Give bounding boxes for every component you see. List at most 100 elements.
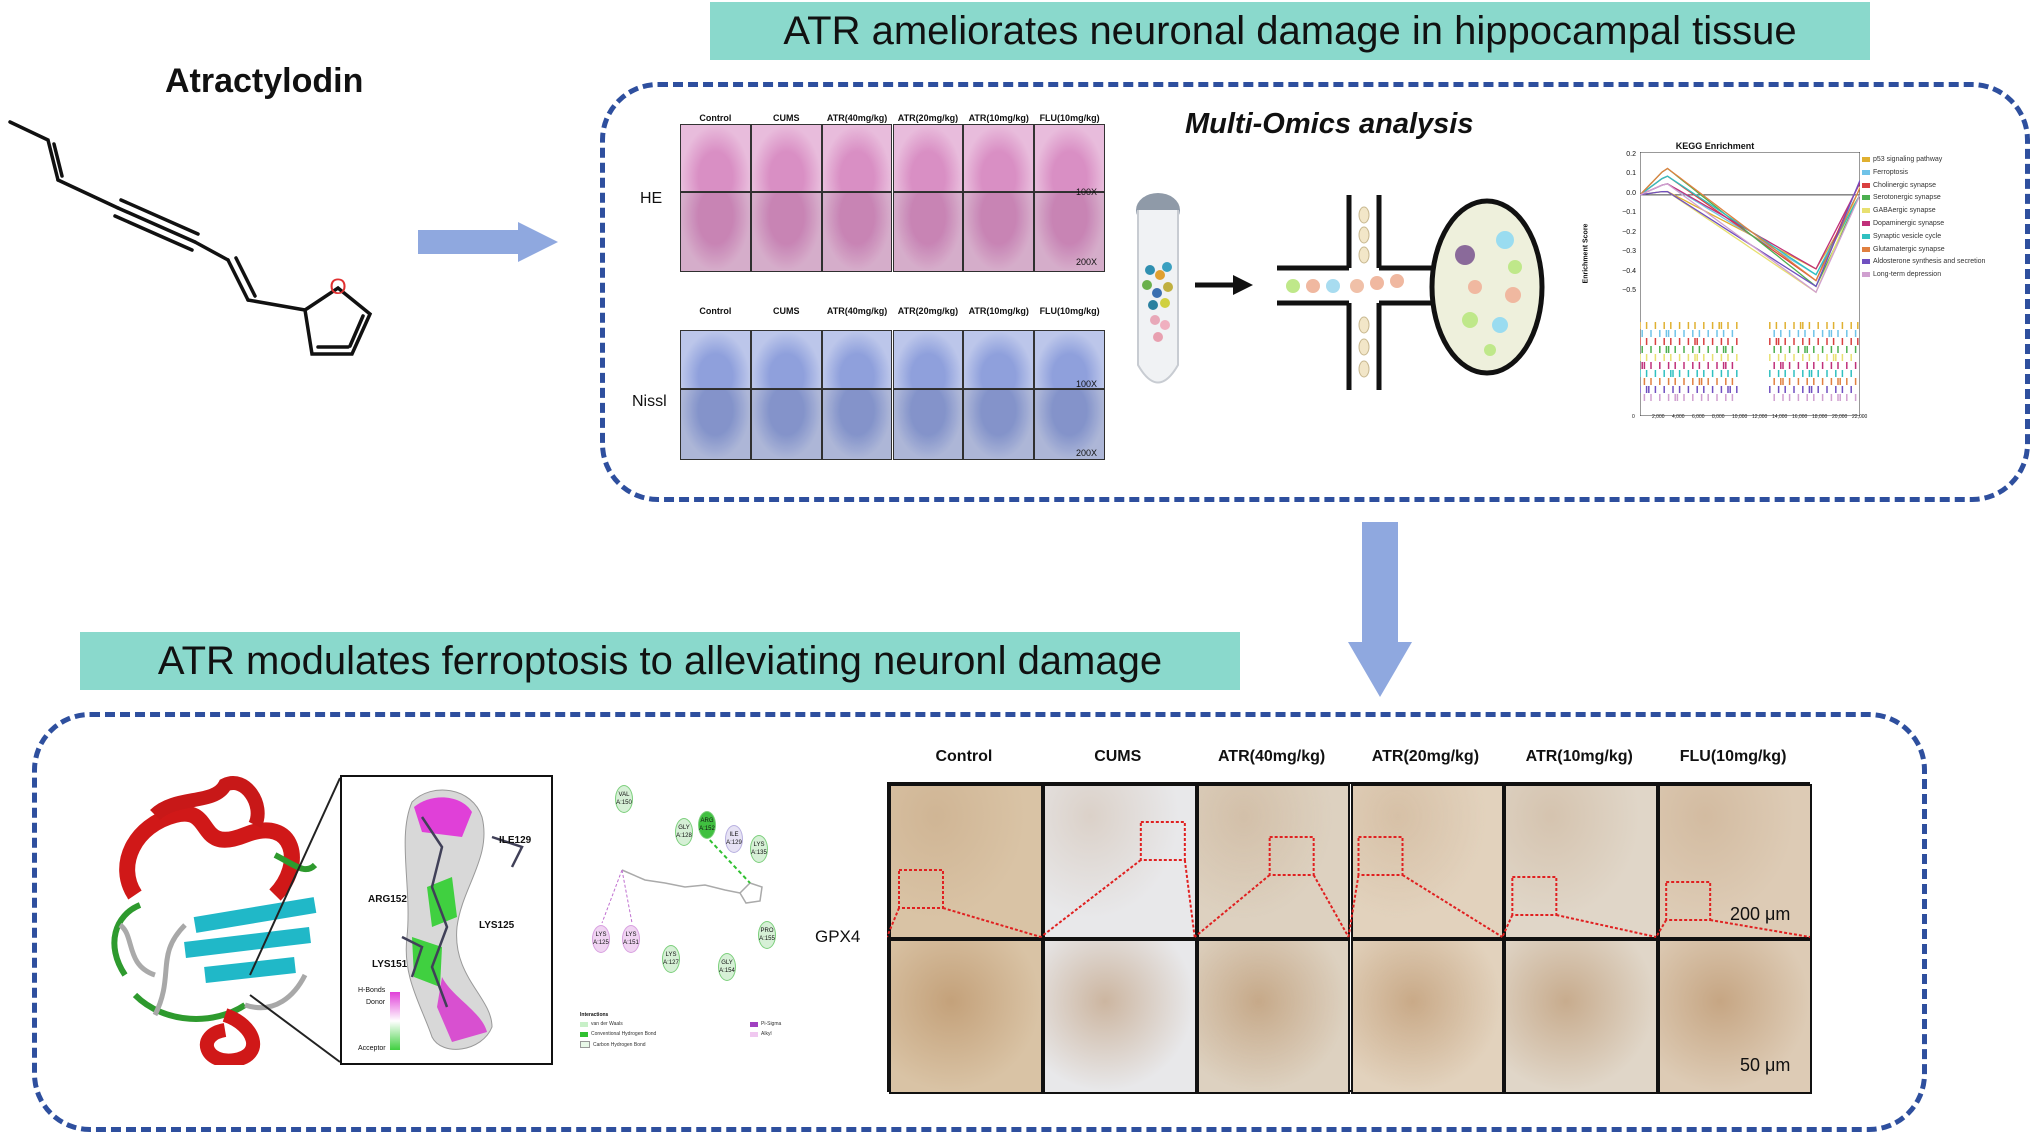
kegg-ytick: 0.2 xyxy=(1626,150,1636,158)
he-headers-col-3: ATR(20mg/kg) xyxy=(897,113,959,123)
residue-ile129-2d: ILE A:129 xyxy=(725,825,743,853)
residue-lys125: LYS125 xyxy=(479,920,515,931)
residue-lys127: LYS A:127 xyxy=(662,945,680,973)
residue-gly154: GLY A:154 xyxy=(718,953,736,981)
he-mag-low: 100X xyxy=(1076,187,1098,197)
bottom-banner-text: ATR modulates ferroptosis to alleviating… xyxy=(157,638,1163,683)
kegg-legend-item: Long-term depression xyxy=(1862,271,1941,278)
nissl-grid-cell xyxy=(892,330,964,389)
gpx4-panel xyxy=(1042,784,1197,939)
kegg-legend-swatch xyxy=(1862,157,1870,162)
gpx4-panel xyxy=(1350,784,1505,939)
gpx4-col-header: ATR(40mg/kg) xyxy=(1217,748,1326,765)
kegg-xtick: 18,000 xyxy=(1812,414,1828,420)
gpx4-zoom-line xyxy=(1709,919,1810,938)
kegg-ylabel: Enrichment Score xyxy=(1582,223,1590,284)
nissl-grid-cell xyxy=(750,389,822,460)
kegg-xtick: 22,000 xyxy=(1852,414,1868,420)
kegg-series-line xyxy=(1640,167,1860,282)
kegg-legend-label: Glutamatergic synapse xyxy=(1873,245,1945,253)
kegg-xtick: 8,000 xyxy=(1712,414,1725,420)
nissl-mag-high: 200X xyxy=(1076,448,1098,458)
he-grid-cell xyxy=(892,192,964,272)
gpx4-zoom-overlay xyxy=(887,821,1810,938)
gpx4-panel xyxy=(1196,939,1351,1094)
kegg-xtick: 20,000 xyxy=(1832,414,1848,420)
bottom-dashed-panel xyxy=(32,712,1927,1132)
he-grid-cell xyxy=(750,124,822,192)
interaction-alkyl-label: Alkyl xyxy=(761,1031,772,1037)
kegg-legend-item: Dopaminergic synapse xyxy=(1862,220,1944,227)
interaction-vdw: van der Waals xyxy=(580,1021,623,1027)
kegg-legend-swatch xyxy=(1862,221,1870,226)
oxygen-label: O xyxy=(329,274,346,299)
kegg-legend-label: Serotonergic synapse xyxy=(1873,194,1941,202)
kegg-chart xyxy=(1640,152,1860,416)
gpx4-col-header: ATR(10mg/kg) xyxy=(1525,748,1633,765)
gpx4-zoom-line xyxy=(1347,874,1360,938)
kegg-legend-swatch xyxy=(1862,169,1870,175)
he-grid-cell xyxy=(750,192,822,272)
he-grid-cell xyxy=(821,192,893,272)
gpx4-zoom-line xyxy=(1312,874,1350,938)
gpx4-panel xyxy=(1350,939,1505,1094)
kegg-series-line xyxy=(1640,183,1860,294)
kegg-ytick: 0.0 xyxy=(1626,189,1636,197)
gpx4-panel xyxy=(889,784,1043,939)
interaction-vdw-label: van der Waals xyxy=(591,1021,623,1027)
gpx4-panel xyxy=(1658,939,1812,1094)
he-mag-high: 200X xyxy=(1076,257,1098,267)
residue-lys151: LYS151 xyxy=(372,959,408,970)
residue-val150: VAL A:150 xyxy=(615,785,633,813)
hbond-donor: Donor xyxy=(366,999,386,1006)
kegg-legend-label: Dopaminergic synapse xyxy=(1873,220,1945,227)
kegg-legend-item: Ferroptosis xyxy=(1862,169,1908,176)
interaction-carbon-hbond: Carbon Hydrogen Bond xyxy=(580,1041,646,1048)
interaction-alkyl: Alkyl xyxy=(750,1031,772,1037)
he-headers-col-4: ATR(10mg/kg) xyxy=(968,113,1029,123)
residue-ile129: ILE129 xyxy=(499,835,532,846)
nissl-grid-cell xyxy=(1034,389,1105,460)
gpx4-zoom-box xyxy=(898,869,944,909)
interaction-pi-sigma: Pi-Sigma xyxy=(750,1021,781,1027)
kegg-legend-item: Synaptic vesicle cycle xyxy=(1862,233,1941,240)
kegg-xtick: 0 xyxy=(1632,414,1635,420)
nissl-grid-cell xyxy=(680,389,751,460)
he-grid xyxy=(680,112,1105,272)
kegg-legend-swatch xyxy=(1862,208,1870,214)
kegg-xtick: 10,000 xyxy=(1732,414,1748,420)
nissl-grid-cell xyxy=(963,389,1035,460)
nissl-grid-cell xyxy=(680,330,751,389)
gpx4-zoom-box xyxy=(1665,881,1712,921)
gpx4-zoom-box xyxy=(1511,876,1558,916)
gpx4-panel xyxy=(1504,784,1659,939)
kegg-ytick: −0.3 xyxy=(1622,248,1636,256)
gpx4-panel xyxy=(1042,939,1197,1094)
kegg-legend-item: GABAergic synapse xyxy=(1862,207,1936,214)
gpx4-zoom-box xyxy=(1268,836,1315,876)
nissl-headers-col-5: FLU(10mg/kg) xyxy=(1039,306,1100,316)
interaction-2d-diagram: VAL A:150 GLY A:128 ARG A:152 ILE A:129 … xyxy=(570,775,790,1065)
residue-gly128: GLY A:128 xyxy=(675,818,693,846)
kegg-xtick: 6,000 xyxy=(1692,414,1705,420)
gpx4-zoom-line xyxy=(1040,859,1142,938)
residue-arg152: ARG152 xyxy=(368,894,407,905)
nissl-grid-cell xyxy=(821,389,893,460)
gpx4-col-header: CUMS xyxy=(1094,748,1142,765)
residue-pro155: PRO A:155 xyxy=(758,921,776,949)
gpx4-grid xyxy=(887,782,1812,1094)
kegg-xtick: 4,000 xyxy=(1672,414,1685,420)
gpx4-label: GPX4 xyxy=(815,927,861,946)
interactions-title: Interactions xyxy=(580,1012,609,1018)
top-banner: ATR ameliorates neuronal damage in hippo… xyxy=(710,2,1870,60)
nissl-headers-col-4: ATR(10mg/kg) xyxy=(968,306,1029,316)
he-headers-col-1: CUMS xyxy=(772,113,800,123)
kegg-legend-item: Serotonergic synapse xyxy=(1862,194,1941,201)
gpx4-zoom-line xyxy=(887,907,900,938)
he-grid-cell xyxy=(680,192,751,272)
kegg-xtick: 12,000 xyxy=(1752,414,1768,420)
kegg-ytick: −0.4 xyxy=(1622,267,1636,275)
multi-omics-illustration xyxy=(1136,193,1545,390)
kegg-ytick: −0.5 xyxy=(1622,287,1636,295)
nissl-mag-low: 100X xyxy=(1076,379,1098,389)
